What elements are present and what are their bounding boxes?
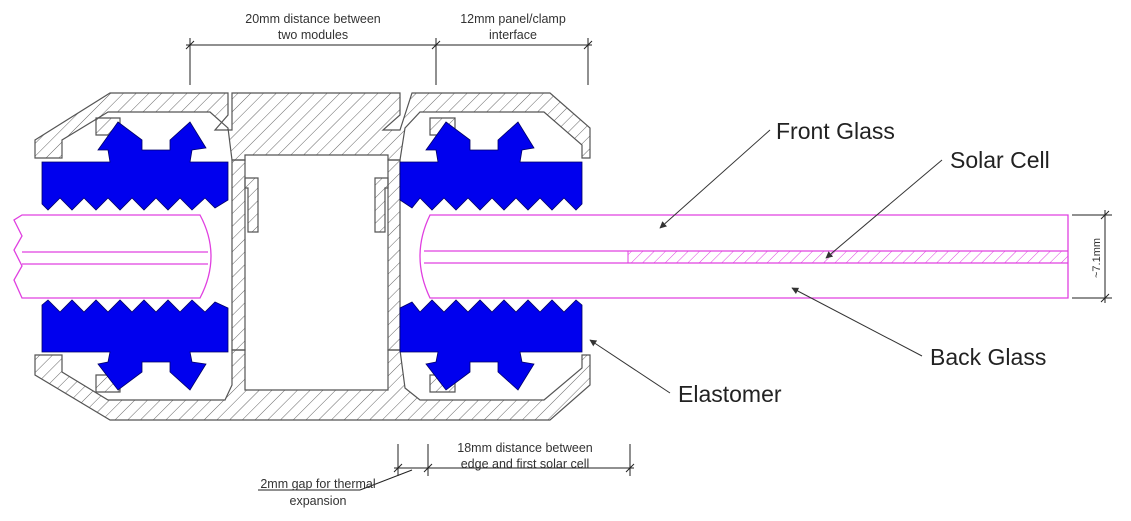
solar-cell-strip xyxy=(627,250,1069,264)
profile-hook-left xyxy=(244,177,259,233)
label-elastomer: Elastomer xyxy=(678,381,782,407)
dim-cell-distance-line1: 18mm distance between xyxy=(457,441,593,455)
label-front-glass: Front Glass xyxy=(776,118,895,144)
thickness-dimension xyxy=(1072,210,1112,303)
label-solar-cell: Solar Cell xyxy=(950,147,1050,173)
glass-left-module xyxy=(13,214,212,299)
elastomer-right-top xyxy=(399,121,583,211)
dim-module-gap-line1: 20mm distance between xyxy=(245,12,381,26)
profile-top-rail xyxy=(34,92,591,161)
bottom-dimensions xyxy=(258,444,635,491)
profile-hook-right xyxy=(374,177,389,233)
dim-thermal-gap-line2: expansion xyxy=(290,494,347,508)
elastomer-blocks xyxy=(41,121,583,391)
dim-thickness: ~7.1mm xyxy=(1091,238,1103,278)
elastomer-left-top xyxy=(41,121,229,211)
elastomer-left-bottom xyxy=(41,299,229,391)
elastomer-right-bottom xyxy=(399,299,583,391)
leader-solar-cell xyxy=(825,159,943,259)
dim-thermal-gap-line1: 2mm gap for thermal xyxy=(260,477,375,491)
dim-module-gap-line2: two modules xyxy=(278,28,348,42)
top-dimensions xyxy=(185,38,593,85)
leader-front-glass xyxy=(659,129,771,229)
leader-back-glass xyxy=(791,287,923,357)
dim-cell-distance-line2: edge and first solar cell xyxy=(461,457,590,471)
clamp-profile xyxy=(34,92,591,421)
dim-clamp-interface-line1: 12mm panel/clamp xyxy=(460,12,566,26)
label-back-glass: Back Glass xyxy=(930,344,1046,370)
profile-web-left xyxy=(231,159,246,351)
leader-elastomer xyxy=(589,339,671,394)
dim-clamp-interface-line2: interface xyxy=(489,28,537,42)
callout-leaders xyxy=(589,129,943,394)
profile-web-right xyxy=(387,159,401,351)
